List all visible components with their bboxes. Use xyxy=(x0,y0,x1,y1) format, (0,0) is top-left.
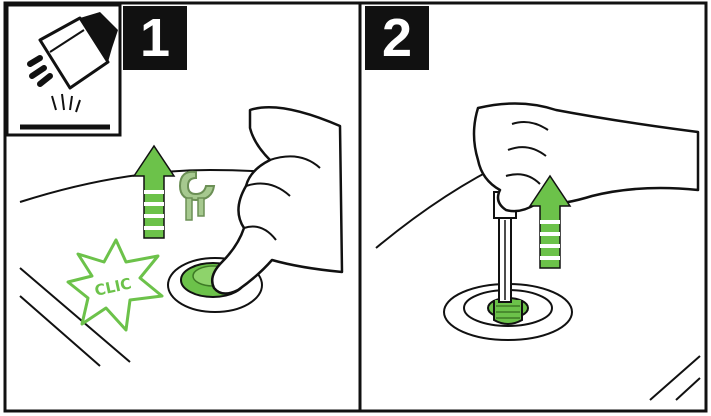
wipe-cloth-icon xyxy=(5,3,122,137)
step-number-1: 1 xyxy=(123,6,187,70)
step-number-2: 2 xyxy=(365,6,429,70)
clip-ring-icon xyxy=(178,170,216,221)
outer-frame xyxy=(3,1,708,413)
surface-bevel-2 xyxy=(649,355,701,401)
up-arrow-icon xyxy=(132,144,176,239)
up-arrow-icon-2 xyxy=(528,174,572,269)
surface-bevel xyxy=(19,267,131,367)
hand-icon xyxy=(211,105,344,295)
hand-icon-2 xyxy=(472,102,700,213)
clic-burst: CLIC xyxy=(66,238,164,332)
